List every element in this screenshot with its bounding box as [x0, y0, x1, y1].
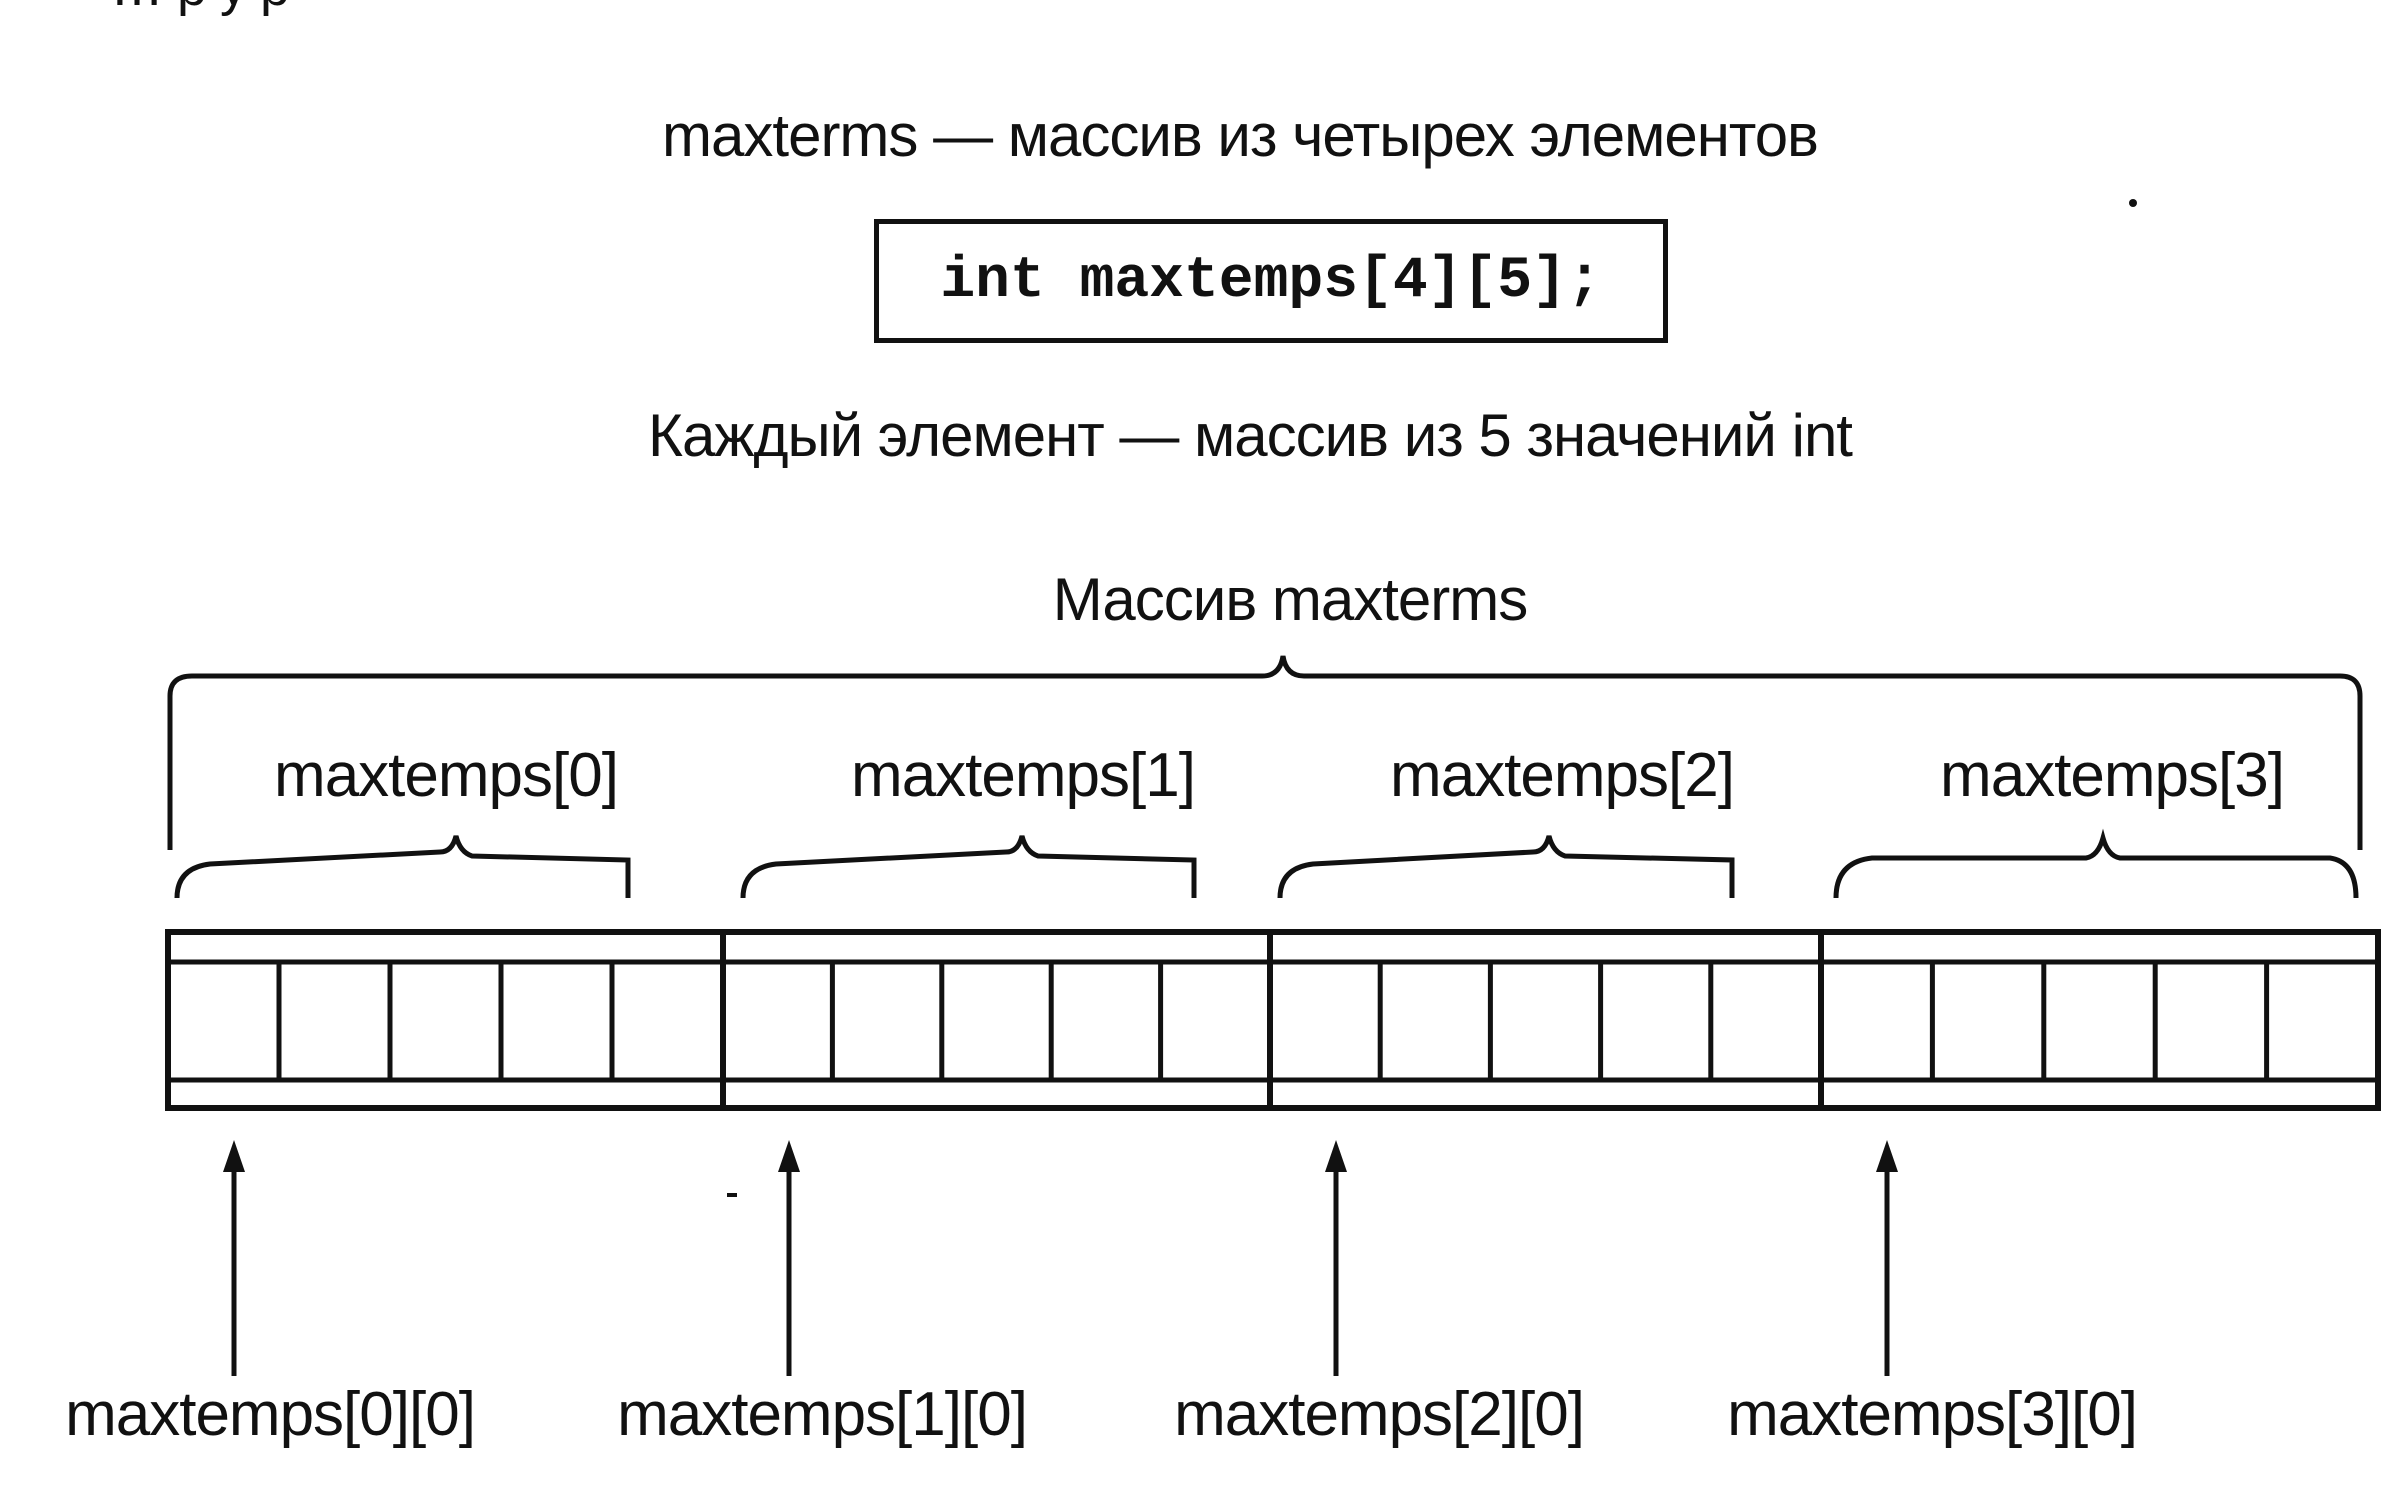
outer-brace [167, 655, 2363, 850]
row-brace-2 [1277, 835, 1735, 899]
row-label-2: maxtemps[2] [1390, 741, 1735, 810]
memory-strip [165, 929, 2381, 1111]
pointer-label-2: maxtemps[2][0] [1174, 1380, 1585, 1449]
pointer-arrow-head-1 [778, 1140, 800, 1172]
row-brace-0 [174, 835, 631, 899]
row-label-3: maxtemps[3] [1940, 741, 2285, 810]
pointer-arrow-head-3 [1876, 1140, 1898, 1172]
declaration-code: int maxtemps[4][5]; [940, 248, 1602, 314]
pointer-label-3: maxtemps[3][0] [1727, 1380, 2138, 1449]
caption-array-of-four: maxterms — массив из четырех элементов [662, 102, 1819, 169]
pointer-label-0: maxtemps[0][0] [65, 1380, 476, 1449]
pointer-label-1: maxtemps[1][0] [617, 1380, 1028, 1449]
row-label-1: maxtemps[1] [851, 741, 1196, 810]
row-brace-3 [1833, 828, 2359, 899]
pointer-arrow-head-0 [223, 1140, 245, 1172]
row-brace-1 [740, 835, 1197, 899]
stray-dot [2129, 199, 2137, 207]
declaration-box: int maxtemps[4][5]; [874, 219, 1668, 343]
cut-off-text: … р у р [110, 0, 290, 18]
pointer-arrow-head-2 [1325, 1140, 1347, 1172]
caption-element-of-five: Каждый элемент — массив из 5 значений in… [648, 402, 1853, 469]
array-group-title: Массив maxterms [1052, 566, 1528, 633]
row-label-0: maxtemps[0] [274, 741, 619, 810]
pointer-arrows [223, 1140, 1898, 1376]
